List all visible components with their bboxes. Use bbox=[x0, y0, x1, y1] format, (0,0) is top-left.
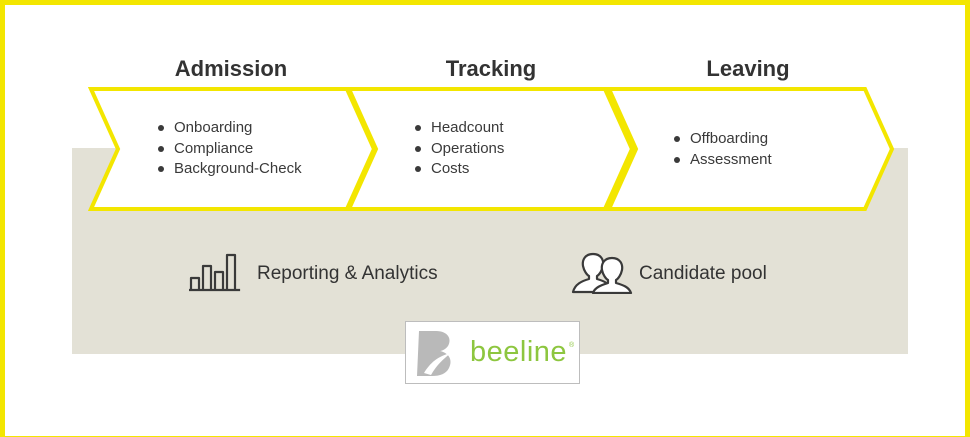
beeline-logo: beeline ® bbox=[405, 321, 580, 384]
list-item: Assessment bbox=[672, 150, 772, 171]
registered-mark: ® bbox=[569, 342, 575, 349]
leaving-list: Offboarding Assessment bbox=[672, 129, 772, 170]
list-item: Offboarding bbox=[672, 129, 772, 150]
admission-list: Onboarding Compliance Background-Check bbox=[156, 118, 302, 180]
bar-chart-icon bbox=[187, 250, 251, 299]
beeline-wordmark: beeline bbox=[470, 336, 568, 368]
chevron-leaving bbox=[606, 87, 895, 211]
beeline-mark-icon bbox=[417, 331, 451, 376]
phase-title-leaving: Leaving bbox=[706, 56, 790, 81]
people-icon bbox=[571, 250, 633, 299]
list-item: Operations bbox=[413, 139, 504, 160]
reporting-label: Reporting & Analytics bbox=[257, 263, 438, 284]
candidate-pool-feature: Candidate pool bbox=[571, 252, 767, 296]
tracking-list: Headcount Operations Costs bbox=[413, 118, 504, 180]
phase-title-tracking: Tracking bbox=[445, 56, 537, 81]
chevron-tracking bbox=[346, 87, 635, 211]
reporting-feature: Reporting & Analytics bbox=[187, 250, 438, 299]
phase-title-admission: Admission bbox=[174, 56, 288, 81]
list-item: Costs bbox=[413, 159, 504, 180]
list-item: Headcount bbox=[413, 118, 504, 139]
candidate-pool-label: Candidate pool bbox=[639, 263, 767, 284]
list-item: Onboarding bbox=[156, 118, 302, 139]
list-item: Background-Check bbox=[156, 159, 302, 180]
list-item: Compliance bbox=[156, 139, 302, 160]
